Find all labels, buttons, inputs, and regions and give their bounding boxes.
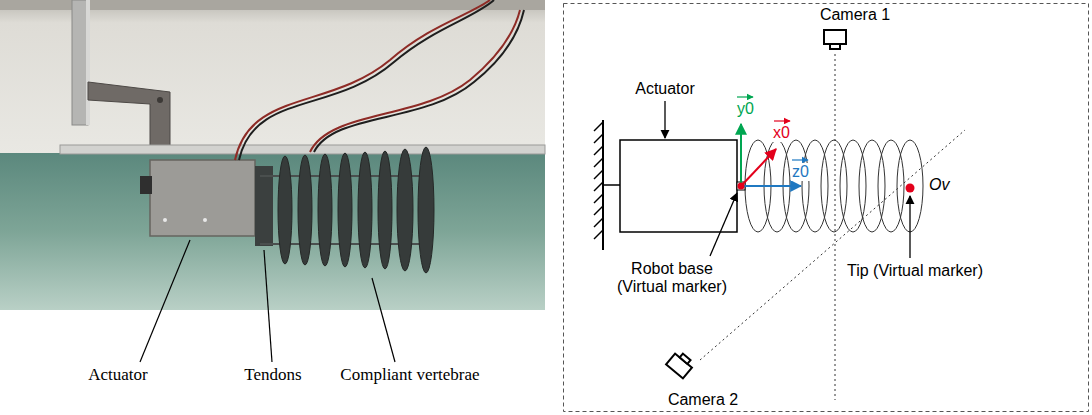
point-label: Ov — [928, 176, 950, 194]
base-pointer — [710, 193, 737, 256]
camera-2-axis — [700, 130, 965, 360]
frame — [564, 4, 1089, 412]
tank-wall — [0, 0, 545, 153]
top-plate — [60, 145, 545, 154]
tip-pointer — [909, 196, 910, 258]
part-label: Actuator — [635, 80, 695, 98]
photo — [0, 0, 545, 310]
marker-label: Tip (Virtual marker) — [847, 262, 983, 280]
actuator-pointer — [664, 101, 665, 138]
vertebra-disks — [278, 147, 434, 273]
base-plate — [255, 166, 273, 246]
rod-highlight — [86, 0, 90, 125]
water — [0, 153, 545, 310]
actuator-screw — [163, 218, 167, 222]
base-marker — [738, 183, 745, 190]
camera-1-icon — [824, 30, 846, 49]
camera-1-axis — [835, 54, 836, 400]
actuator-box — [620, 140, 737, 232]
z-axis-arrow — [741, 185, 801, 187]
part-label: Tendons — [244, 365, 301, 385]
cables — [235, 0, 524, 160]
actuator-screw — [203, 218, 207, 222]
axis-label: z0 — [791, 163, 810, 181]
part-label: Actuator — [88, 365, 147, 385]
camera-label: Camera 2 — [668, 391, 738, 409]
marker-label: Robot base (Virtual marker) — [606, 260, 738, 297]
camera-2-icon — [666, 350, 695, 379]
leader-lines — [140, 240, 395, 362]
y-axis-arrow — [740, 124, 742, 186]
fixed-wall — [594, 120, 620, 250]
mount-bracket — [88, 82, 170, 148]
vector-accents — [737, 97, 808, 160]
axis-label: x0 — [772, 124, 791, 142]
axis-label: y0 — [736, 100, 755, 118]
bracket-screw — [157, 97, 163, 103]
part-label: Compliant vertebrae — [340, 365, 479, 385]
tip-marker — [906, 184, 915, 193]
x-axis-arrow — [741, 149, 776, 186]
actuator-connector — [140, 176, 152, 194]
actuator-housing — [150, 160, 255, 236]
camera-label: Camera 1 — [820, 6, 890, 24]
mount-rod — [72, 0, 88, 125]
